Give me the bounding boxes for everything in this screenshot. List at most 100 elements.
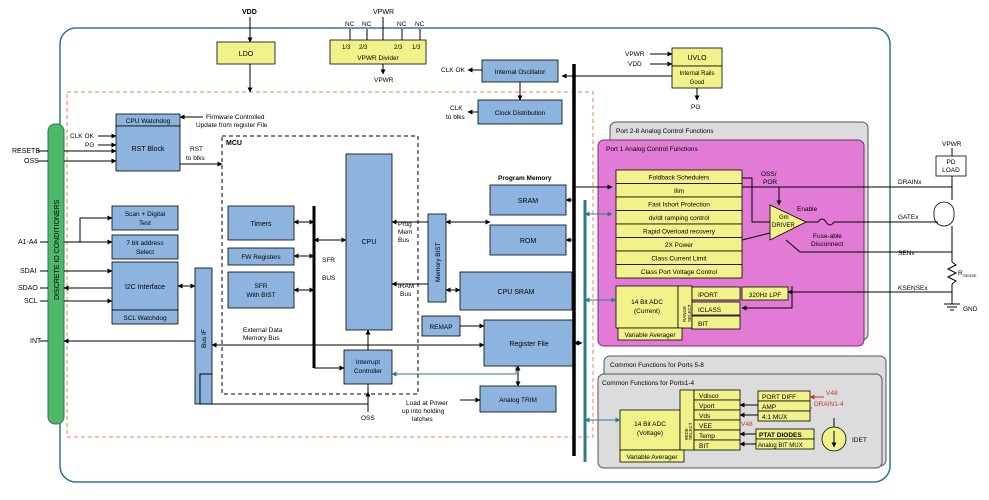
remap-label: REMAP	[429, 324, 452, 331]
sfr-line2: With BIST	[246, 292, 275, 299]
adc-current-line1: 14 Bit ADC	[631, 299, 663, 306]
var-avg-current-label: Variable Averager	[624, 332, 676, 339]
iclass-cell	[691, 301, 741, 316]
vpwr-divider-block	[329, 39, 427, 65]
rst-clk-ok: CLK OK	[70, 133, 95, 140]
iclass-label: ICLASS	[698, 307, 722, 314]
register-file-label: Register File	[509, 341, 548, 348]
gm-line1: Gm	[779, 215, 789, 221]
prog-bus-line2: Mem	[398, 229, 412, 236]
pin-a1-a4: A1-A4	[18, 239, 38, 246]
oss-por-line2: POR	[763, 179, 777, 186]
scan-line1: Scan + Digital	[125, 211, 166, 218]
div-1-3-b: 1/3	[412, 45, 421, 51]
lpf-label: 320Hz LPF	[749, 292, 782, 299]
v48-a-label: V48	[826, 390, 838, 397]
cpu-sram-block	[459, 271, 573, 311]
var-averager-current	[617, 327, 683, 341]
memory-bist-block	[427, 213, 447, 303]
iram-line2: Bus	[400, 291, 412, 298]
io-conditioners-bar	[47, 123, 65, 425]
senx-label: SENx	[898, 250, 915, 257]
iram-line1: IRAM	[398, 283, 414, 290]
i2c-interface-block	[111, 261, 179, 311]
mux-input-label: VEE	[699, 423, 713, 430]
cpu-sram-label: CPU SRAM	[498, 289, 535, 296]
fw-registers-label: FW Registers	[241, 254, 281, 261]
rsense-sub: SENSE	[963, 273, 977, 278]
fuse-line2: Disconnect	[811, 241, 843, 248]
range-line2: SELECT	[687, 304, 692, 322]
drainx-label: DRAINx	[898, 179, 922, 186]
rails-line2: Good	[690, 80, 705, 86]
rst-block	[115, 125, 181, 172]
drain14-label: DRAIN1-4	[814, 401, 844, 408]
function-row-label: Rapid Overload recovery	[643, 229, 716, 236]
fuse-wire	[806, 218, 880, 226]
gnd-label: GND	[963, 306, 978, 313]
function-row	[615, 264, 743, 279]
sfr-line1: SFR	[255, 283, 268, 290]
var-avg-voltage-label: Variable Averager	[626, 454, 678, 461]
fw-note-line2: Update from register File	[196, 122, 268, 129]
bit-cell	[691, 315, 741, 330]
var-averager-voltage	[619, 449, 685, 463]
timers-label: Timers	[250, 221, 272, 228]
vpwr-out-label: VPWR	[374, 77, 394, 84]
rst-block-label: RST Block	[132, 146, 165, 153]
analog-trim-label: Analog TRIM	[499, 397, 537, 404]
nc-d: NC	[415, 21, 425, 28]
mux41-block	[757, 410, 811, 422]
wide-select-block	[679, 389, 695, 451]
common-1-4-title: Common Functions for Ports1-4	[602, 380, 695, 387]
pin-sdai: SDAI	[20, 268, 36, 275]
nc-a: NC	[345, 21, 355, 28]
interrupt-line2: Controller	[354, 368, 383, 375]
mux-input-label: Vds	[699, 413, 711, 420]
oss-por-line1: OSS/	[761, 171, 777, 178]
gm-line2: DRIVER	[772, 223, 795, 229]
v48-b-label: V48	[741, 421, 753, 428]
function-row-label: Class Current Limit	[651, 256, 706, 263]
digital-region	[66, 91, 594, 438]
function-row-label: Fast Ishort Protection	[648, 202, 710, 209]
rst-label: RST	[190, 146, 203, 153]
clock-dist-label: Clock Distribution	[495, 110, 546, 117]
amp-label: AMP	[762, 404, 776, 411]
mux41-label: 4:1 MUX	[762, 414, 788, 421]
rst-pg: PG	[85, 142, 94, 149]
address-line2: Select	[136, 249, 154, 256]
div-2-3-b: 2/3	[394, 45, 403, 51]
uvlo-title: UVLO	[687, 55, 707, 62]
memory-bist-label: Memory BIST	[435, 242, 442, 282]
nc-c: NC	[397, 21, 407, 28]
uvlo-vpwr: VPWR	[625, 51, 645, 58]
rom-label: ROM	[520, 238, 537, 245]
sfr-bus-line1: SFR	[322, 257, 335, 264]
mux-input-label: Vport	[699, 403, 715, 410]
adc-voltage-line2: (Voltage)	[637, 430, 663, 437]
pd-line1: PD	[946, 159, 955, 166]
sfr-bist-block	[227, 271, 295, 309]
ldo-block	[216, 41, 276, 65]
function-row-label: Ilim	[674, 188, 684, 195]
port-diff-label: PORT DIFF	[762, 394, 796, 401]
enable-label: Enable	[797, 206, 818, 213]
sfr-bus-line2: BUS	[322, 275, 336, 282]
fuse-line1: Fuse-able	[813, 233, 842, 240]
clk-label: CLK	[450, 105, 463, 112]
vpwr-top-label: VPWR	[373, 9, 394, 16]
ext-mem-line1: External Data	[243, 327, 283, 334]
ptat-label: PTAT DIODES	[759, 432, 802, 439]
iport-label: IPORT	[698, 292, 718, 299]
sense-resistor	[946, 261, 958, 285]
cpu-watchdog-label: CPU Watchdog	[126, 118, 171, 125]
mcu-label: MCU	[226, 140, 242, 147]
mosfet-body	[933, 201, 955, 227]
adc-current-line2: (Current)	[634, 308, 660, 315]
function-row-label: Foldback Schedulers	[649, 175, 710, 182]
internal-osc-label: Internal Oscillator	[495, 69, 546, 76]
pin-sdao: SDAO	[18, 285, 38, 292]
ldo-label: LDO	[239, 51, 254, 58]
